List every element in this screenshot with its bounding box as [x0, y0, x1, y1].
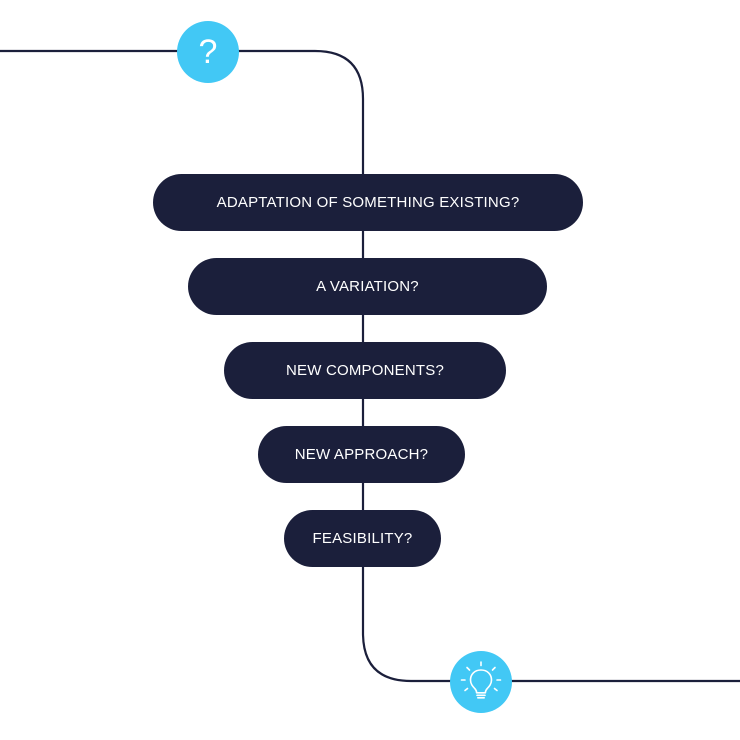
step-label: NEW APPROACH?: [294, 446, 429, 463]
lightbulb-glyph: [460, 661, 502, 699]
lightbulb-icon: [450, 651, 512, 713]
step-feasibility: FEASIBILITY?: [284, 510, 441, 567]
step-variation: A VARIATION?: [188, 258, 547, 315]
step-label: ADAPTATION OF SOMETHING EXISTING?: [216, 194, 520, 211]
step-label: NEW COMPONENTS?: [285, 362, 444, 379]
step-adaptation: ADAPTATION OF SOMETHING EXISTING?: [153, 174, 583, 231]
step-new-approach: NEW APPROACH?: [258, 426, 465, 483]
step-new-components: NEW COMPONENTS?: [224, 342, 506, 399]
step-label: A VARIATION?: [316, 278, 419, 295]
question-mark-symbol: ?: [198, 33, 218, 71]
question-mark-icon: ?: [177, 21, 239, 83]
step-label: FEASIBILITY?: [312, 530, 413, 547]
